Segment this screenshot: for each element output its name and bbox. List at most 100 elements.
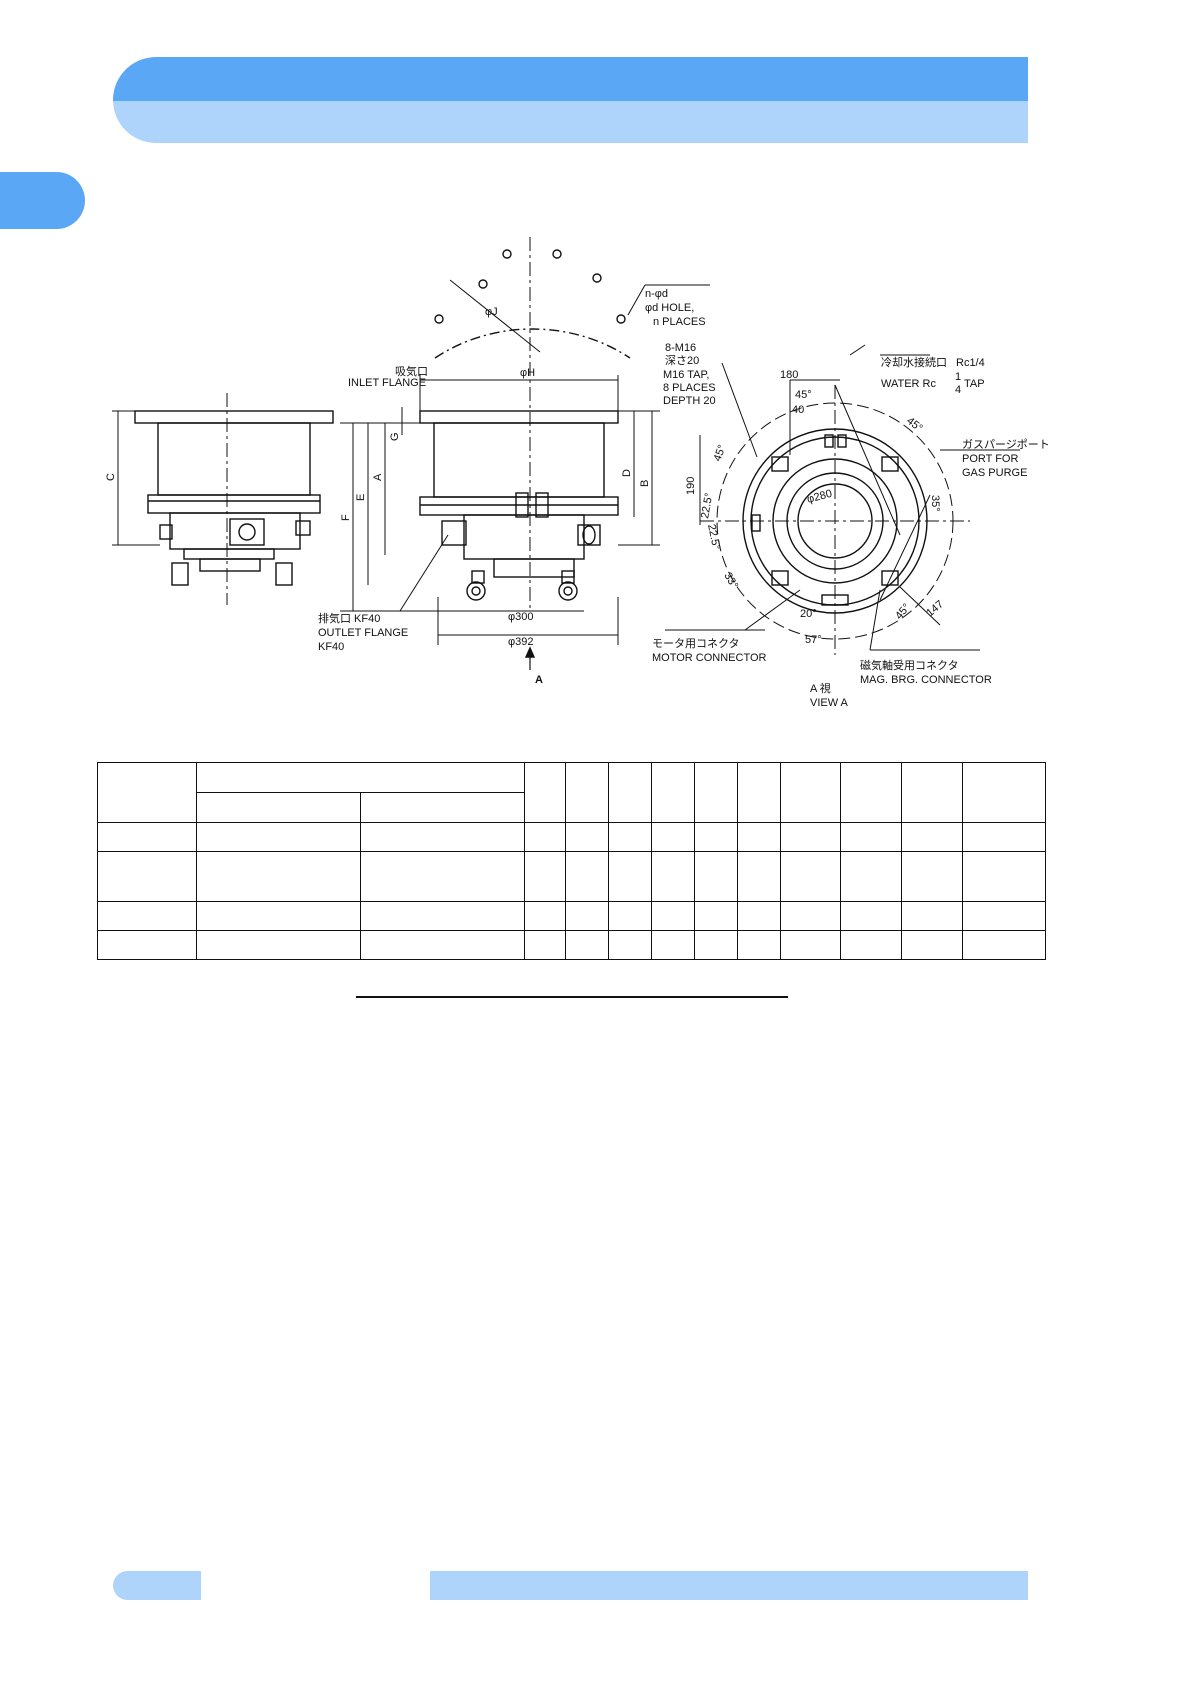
table-cell (608, 930, 652, 960)
table-cell (196, 851, 361, 902)
table-cell (840, 851, 902, 902)
label-water-num: 1 (955, 371, 961, 383)
label-outlet-en: OUTLET FLANGE (318, 627, 408, 639)
table-cell (901, 762, 963, 823)
label-water-tap: TAP (964, 378, 985, 390)
table-cell (196, 762, 525, 793)
table-cell (901, 822, 963, 852)
table-cell (780, 851, 841, 902)
label-dim-45a: 45° (795, 389, 812, 401)
label-dim-57: 57° (805, 634, 822, 646)
table-cell (97, 762, 197, 823)
label-tap-en2: 8 PLACES (663, 382, 716, 394)
table-cell (360, 901, 525, 931)
label-dim-20: 20° (800, 608, 817, 620)
table-cell (196, 792, 361, 823)
table-cell (737, 930, 781, 960)
label-dim-35: 35° (929, 495, 941, 512)
label-purge-en1: PORT FOR (962, 453, 1018, 465)
label-tap-en1: M16 TAP, (663, 369, 709, 381)
table-cell (565, 901, 609, 931)
table-cell (651, 901, 695, 931)
table-cell (97, 930, 197, 960)
table-cell (901, 851, 963, 902)
table-row (97, 930, 1046, 960)
table-cell (608, 851, 652, 902)
label-dim-22-5b: 22.5° (705, 523, 722, 551)
table-cell (524, 930, 566, 960)
table-cell (360, 930, 525, 960)
label-tap-jp1: 8-M16 (665, 342, 696, 354)
table-cell (737, 762, 781, 823)
label-view-a-en: VIEW A (810, 697, 849, 709)
table-row (97, 822, 1046, 852)
table-cell (360, 792, 525, 823)
table-cell (196, 930, 361, 960)
table-cell (694, 851, 738, 902)
label-arrow-a: A (535, 674, 543, 686)
table-cell (608, 822, 652, 852)
table-cell (840, 762, 902, 823)
table-cell (608, 901, 652, 931)
table-cell (962, 901, 1046, 931)
table-row (97, 901, 1046, 931)
label-n-phi-d: n-φd (645, 288, 668, 300)
table-cell (962, 851, 1046, 902)
table-cell (360, 851, 525, 902)
label-dim-b: B (639, 480, 651, 487)
table-cell (565, 851, 609, 902)
footer-page-tab (113, 1571, 201, 1600)
table-cell (97, 822, 197, 852)
label-dim-45c: 45° (712, 443, 729, 463)
label-dim-180: 180 (780, 369, 798, 381)
label-dim-300: φ300 (508, 611, 534, 623)
table-cell (694, 822, 738, 852)
table-row (98, 792, 1046, 823)
table-cell (524, 901, 566, 931)
label-purge-jp: ガスパージポート (962, 438, 1050, 451)
table-cell (360, 822, 525, 852)
table-cell (694, 762, 738, 823)
table-cell (780, 930, 841, 960)
table-cell (694, 930, 738, 960)
label-motor-jp: モータ用コネクタ (652, 637, 740, 650)
table-cell (694, 901, 738, 931)
table-cell (780, 762, 841, 823)
label-inlet-jp: 吸気口 (395, 364, 428, 378)
label-motor-en: MOTOR CONNECTOR (652, 652, 767, 664)
label-dim-g: G (389, 432, 401, 441)
label-dim-22-5a: 22.5° (699, 492, 715, 520)
table-cell (737, 851, 781, 902)
label-water-jp: 冷却水接続口 (881, 355, 947, 369)
table-cell (962, 822, 1046, 852)
table-cell (565, 762, 609, 823)
table-cell (524, 851, 566, 902)
dimension-table (97, 762, 1046, 960)
label-tap-en3: DEPTH 20 (663, 395, 716, 407)
table-cell (962, 930, 1046, 960)
label-water-rc: Rc1/4 (956, 357, 985, 369)
label-dim-392: φ392 (508, 636, 534, 648)
table-cell (608, 762, 652, 823)
table-cell (901, 930, 963, 960)
table-cell (780, 822, 841, 852)
label-phi-h: φH (520, 367, 535, 379)
technical-drawing: n-φd φd HOLE, n PLACES φJ 8-M16 深さ20 M16… (100, 225, 1060, 725)
label-dim-a: A (372, 473, 384, 481)
table-cell (780, 901, 841, 931)
table-cell (737, 822, 781, 852)
label-mag-en: MAG. BRG. CONNECTOR (860, 674, 992, 686)
chapter-tab (0, 172, 85, 229)
header-band-light (113, 101, 1028, 143)
header-band (113, 57, 1028, 143)
label-dim-190: 190 (685, 477, 697, 495)
label-tap-jp2: 深さ20 (665, 354, 699, 367)
label-dim-e: E (355, 494, 367, 501)
table-cell (840, 930, 902, 960)
label-dim-280: φ280 (806, 488, 834, 506)
table-cell (524, 762, 566, 823)
table-cell (97, 901, 197, 931)
label-dim-45d: 45° (893, 601, 913, 621)
table-cell (196, 901, 361, 931)
label-inlet-flange: INLET FLANGE (348, 377, 426, 389)
